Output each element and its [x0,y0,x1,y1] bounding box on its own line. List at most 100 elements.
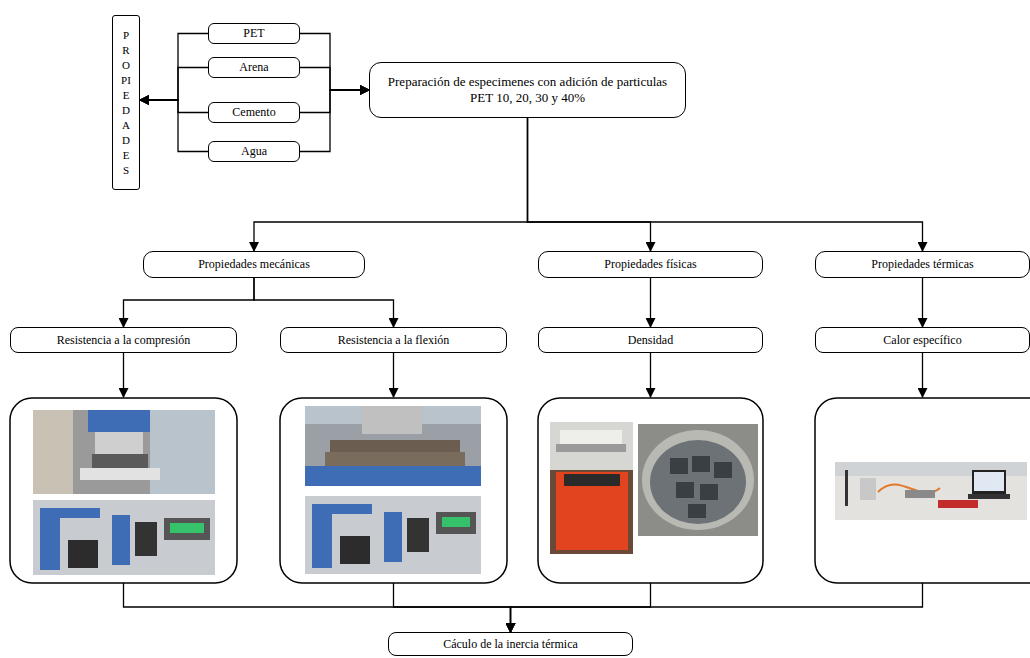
photo-shape [33,410,215,494]
photo-shape [550,470,633,554]
flow-arrow [254,118,528,251]
photo-shape [442,517,470,527]
photo-shape [436,512,476,534]
test-box: Resistencia a la flexión [280,327,507,353]
photo-shape [80,468,160,480]
photo-shape [538,398,763,583]
photo-shape [550,422,633,470]
photo-shape [88,410,150,432]
photo-shape [330,440,460,452]
photo-shape [564,474,620,486]
photo-shape [815,398,1030,583]
photo-shape [384,512,402,562]
material-box: Arena [208,57,300,78]
vertical-label: PROPIEDADES [121,28,132,178]
photo-shape [650,380,651,397]
specific-heat-photo [815,398,1030,583]
flow-arrow [394,353,511,632]
material-box: Cemento [208,102,300,123]
flow-arrow [511,353,923,632]
photo-shape [68,540,98,568]
box-label: Cáculo de la inercia térmica [437,637,584,651]
photo-shape [860,478,876,500]
box-label: PET [237,26,270,40]
flow-arrow [650,278,651,327]
photo-shape [135,522,157,556]
photo-shape [325,452,465,466]
photo-shape [974,472,1004,491]
photo-shape [305,466,481,486]
flow-arrow [140,34,208,101]
box-label: Calor específico [877,333,967,347]
flow-arrow [300,90,369,113]
flow-arrow [140,68,208,101]
box-label: Propiedades mecánicas [192,257,316,271]
photo-shape [332,504,372,514]
photo-shape [340,536,370,564]
flow-arrow [140,100,208,152]
flow-arrow [124,278,255,327]
test-box: Resistencia a la compresión [10,327,237,353]
photo-shape [714,462,732,478]
photo-shape [938,500,978,508]
photo-shape [33,500,215,575]
photo-shape [305,496,481,574]
test-box: Densidad [538,327,763,353]
category-box: Propiedades mecánicas [143,251,365,278]
flow-arrow [528,118,651,251]
box-label: Resistencia a la compresión [51,333,197,347]
photo-shape [845,470,848,506]
photo-shape [40,508,60,570]
photo-shape [10,398,237,583]
flow-arrow [300,90,369,152]
photo-shape [692,456,710,472]
material-box: Agua [208,141,300,162]
flow-arrow [528,118,923,251]
photo-shape [170,523,204,533]
photo-shape [638,424,758,536]
photo-shape [968,494,1010,499]
compression-photos [10,398,237,583]
box-label: Resistencia a la flexión [332,333,456,347]
photo-shape [642,430,754,530]
photo-shape [688,504,706,518]
photo-shape [112,515,130,565]
photo-shape [407,518,429,552]
box-label: Arena [233,60,274,74]
photo-shape [556,444,626,452]
photo-shape [312,504,332,568]
photo-shape [560,430,622,444]
result-box: Cáculo de la inercia térmica [388,632,633,656]
photo-arrows [124,380,923,397]
photo-shape [393,380,394,397]
photo-shape [700,484,718,500]
box-label: Propiedades físicas [598,257,702,271]
photo-shape [92,454,148,468]
test-box: Calor específico [815,327,1030,353]
photo-shape [650,440,746,524]
photo-shape [362,406,422,434]
photo-shape [305,406,481,486]
flexion-photos [280,398,507,583]
photo-shape [150,410,215,494]
flow-arrow [124,353,511,632]
flow-arrow [300,68,369,91]
photo-shape [670,458,688,474]
flow-arrow [300,34,369,91]
flow-arrow [140,100,208,113]
material-box: PET [208,23,300,44]
box-label: Preparación de especimenes con adición d… [370,74,685,105]
flow-arrow [511,353,651,632]
flow-arrow [922,278,923,327]
photo-shape [60,508,100,518]
photo-shape [123,380,124,397]
category-box: Propiedades físicas [538,251,763,278]
density-photos [538,398,763,583]
box-label: Densidad [622,333,679,347]
vertical-label-box: PROPIEDADES [112,15,140,190]
photo-shape [972,470,1006,494]
category-box: Propiedades térmicas [815,251,1030,278]
photo-shape [922,380,923,397]
box-label: Cemento [226,105,281,119]
